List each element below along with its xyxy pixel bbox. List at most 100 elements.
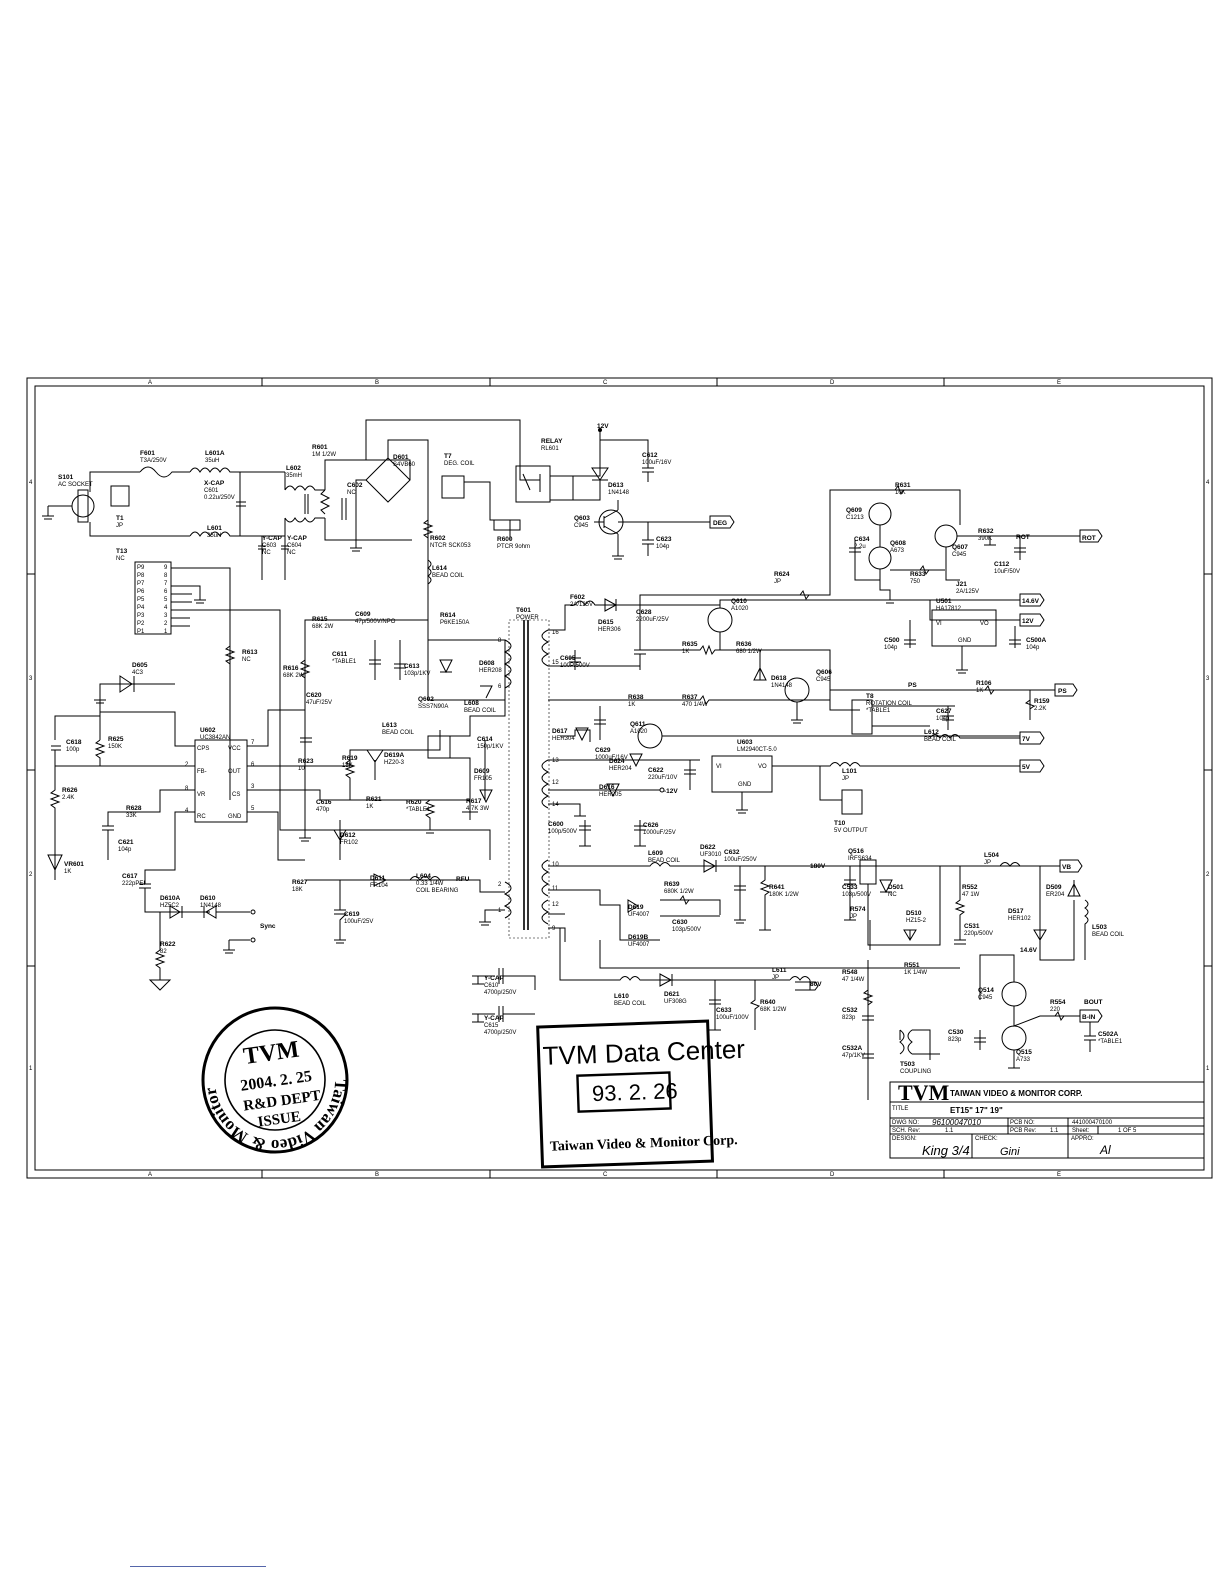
pin-4: 4: [185, 808, 189, 814]
label-d616: HER205: [599, 792, 622, 798]
label-c609: 47p/500V/NPO: [355, 619, 396, 625]
label-l613: L613: [382, 722, 397, 729]
label-l608: BEAD COIL: [464, 708, 497, 714]
label-c604: NC: [287, 550, 296, 556]
label-rl601: RELAY: [541, 438, 563, 445]
grid-col-bottom: A: [148, 1172, 152, 1178]
label-q515: A733: [1016, 1057, 1031, 1063]
t13-pin-number: 6: [164, 589, 168, 595]
transformer-pin: 9: [552, 926, 556, 932]
label-f601: T3A/250V: [140, 458, 167, 464]
label-t601: T601: [516, 607, 531, 614]
label-d605: 4C3: [132, 670, 144, 676]
u603-vo: VO: [758, 764, 767, 770]
label-r641: R641: [769, 884, 785, 891]
label-r552: 47 1W: [962, 892, 980, 898]
dwg-no: 96100047010: [932, 1118, 981, 1127]
label-r624: JP: [774, 579, 781, 585]
label-l610: BEAD COIL: [614, 1001, 647, 1007]
label-r637: 470 1/4W: [682, 702, 708, 708]
net-14-6v: 14.6V: [1022, 598, 1040, 605]
label-c613: 103p/1KV: [404, 671, 430, 677]
transformer-pin: 11: [552, 886, 559, 892]
label-r639: R639: [664, 881, 680, 888]
label-l610: L610: [614, 993, 629, 1000]
label-l101: JP: [842, 776, 849, 782]
label-l608: L608: [464, 700, 479, 707]
label-j21: 2A/125V: [956, 589, 979, 595]
label-d611: D611: [370, 875, 386, 882]
label-r617: R617: [466, 798, 482, 805]
label-f601: F601: [140, 450, 155, 457]
label-c532a: 47p/1KV: [842, 1053, 865, 1059]
label-r622: 82: [160, 949, 167, 955]
label-l601a: L601A: [205, 450, 225, 457]
label-c627: 104p: [936, 716, 950, 722]
label-q608: A673: [890, 548, 905, 554]
label-r623: 10: [298, 766, 305, 772]
grid-col-top: D: [830, 380, 835, 386]
box-stamp-title: TVM Data Center: [542, 1034, 746, 1071]
u603-vi: VI: [716, 764, 722, 770]
u501-gnd: GND: [958, 638, 972, 644]
regulator-pins: VI VO GND VI VO GND: [716, 621, 989, 788]
label-l604: L604: [416, 873, 431, 880]
pcb-no-label: PCB NO:: [1010, 1120, 1035, 1126]
label-d510: D510: [906, 910, 922, 917]
label-d609: D609: [474, 768, 490, 775]
label-c112: 10uF/50V: [994, 569, 1020, 575]
grid-col-bottom: E: [1057, 1172, 1061, 1178]
label-r574: JP: [850, 914, 857, 920]
label-c615: Y-CAP: [484, 1015, 505, 1022]
label-r600: R600: [497, 536, 513, 543]
label-r106: R106: [976, 680, 992, 687]
label-q610: Q610: [731, 598, 747, 605]
transformer-pin: 8: [498, 638, 502, 644]
label-r548: R548: [842, 969, 858, 976]
net-5v: 5V: [1022, 764, 1031, 771]
label-d517: D517: [1008, 908, 1024, 915]
label-r638: R638: [628, 694, 644, 701]
label-u603: U603: [737, 739, 753, 746]
label-r633: 750: [910, 579, 921, 585]
label-c500a: C500A: [1026, 637, 1047, 644]
label-r622: R622: [160, 941, 176, 948]
label-q514: Q514: [978, 987, 994, 994]
label-r624: R624: [774, 571, 790, 578]
transformer-pin: 12: [552, 780, 559, 786]
label-d501: NC: [888, 892, 897, 898]
u602-pins: CPS VCC FB- OUT VR CS RC GND 7 2 6 8 3 4…: [185, 740, 255, 820]
label-c628: C628: [636, 609, 652, 616]
label-r632: R632: [978, 528, 994, 535]
label-l609: L609: [648, 850, 663, 857]
label-c614: 150p/1KV: [477, 744, 503, 750]
label-c601: C601: [204, 488, 219, 494]
label-c618: 100p: [66, 747, 80, 753]
pin-cs: CS: [232, 792, 240, 798]
label-c634: 2.2u: [854, 544, 866, 550]
net-ps-wire: PS: [908, 682, 917, 689]
label-t503: T503: [900, 1061, 915, 1068]
grid-row-right: 4: [1206, 480, 1210, 486]
check-signature: Gini: [1000, 1146, 1020, 1158]
label-c611: *TABLE1: [332, 659, 357, 665]
box-stamp-company: Taiwan Video & Monitor Corp.: [550, 1133, 738, 1155]
pin-3: 3: [251, 784, 255, 790]
label-c604: C604: [287, 543, 302, 549]
label-d617: D617: [552, 728, 568, 735]
transformer-pin: 16: [552, 630, 559, 636]
label-c622: C622: [648, 767, 664, 774]
label-c603: C603: [262, 543, 277, 549]
label-d610: 1N4148: [200, 903, 222, 909]
label-d605: D605: [132, 662, 148, 669]
label-q602: Q602: [418, 696, 434, 703]
net-180v: 180V: [810, 863, 826, 870]
label-rfu: RFU: [456, 876, 470, 883]
net-deg: DEG: [713, 520, 727, 527]
label-d624: HER204: [609, 766, 632, 772]
label-r621: 1K: [366, 804, 373, 810]
appro-label: APPRO:: [1071, 1136, 1094, 1142]
label-d608: HER208: [479, 668, 502, 674]
label-r602: R602: [430, 535, 446, 542]
